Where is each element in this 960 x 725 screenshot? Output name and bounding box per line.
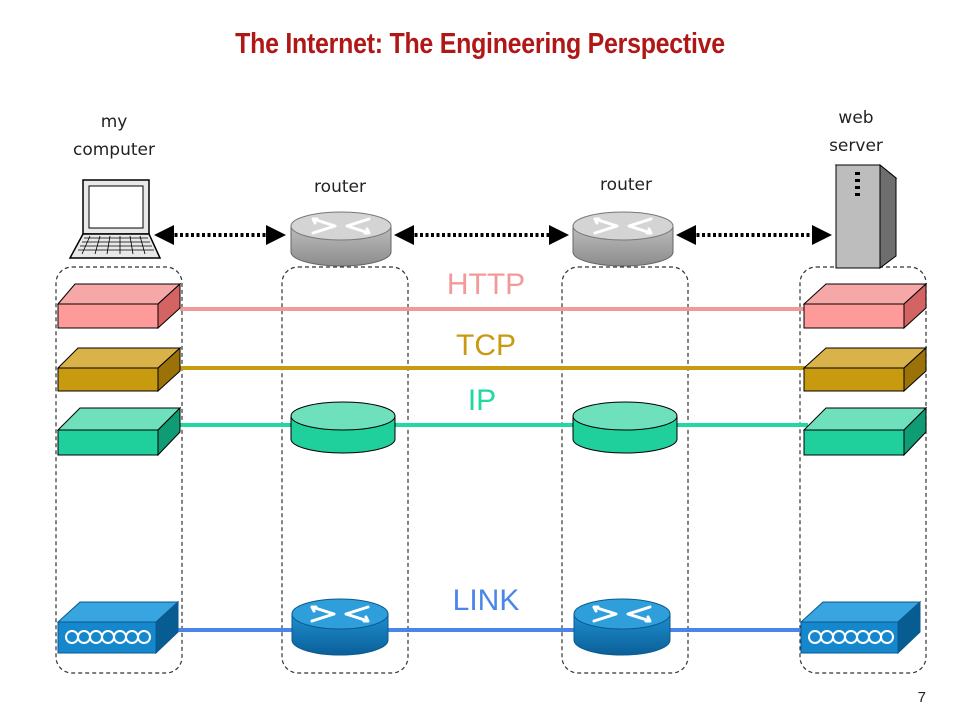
ip-box-my-computer	[56, 406, 182, 457]
layer-label-link: LINK	[452, 584, 520, 617]
layer-label-http: HTTP	[446, 268, 526, 301]
link-switch-web-server	[799, 600, 922, 655]
router-left-icon	[290, 211, 392, 267]
web-server-label: web server	[796, 104, 916, 160]
ip-box-web-server	[802, 406, 928, 457]
laptop-icon	[68, 179, 162, 259]
router-left-label: router	[314, 177, 366, 197]
router-right-label: router	[600, 175, 652, 195]
page-number: 7	[917, 689, 926, 706]
my-computer-label: my computer	[52, 108, 176, 164]
ip-cylinder-router-left	[290, 401, 396, 454]
link-router-right-icon	[573, 598, 671, 656]
page-title: The Internet: The Engineering Perspectiv…	[235, 28, 725, 60]
web-server-label-line2: server	[829, 136, 883, 156]
my-computer-label-line2: computer	[73, 140, 155, 160]
my-computer-label-line1: my	[100, 112, 128, 132]
router-right-icon	[572, 211, 674, 267]
http-box-my-computer	[56, 282, 182, 330]
link-router-left-icon	[291, 598, 389, 656]
tcp-box-my-computer	[56, 346, 182, 393]
tcp-box-web-server	[802, 346, 928, 393]
link-switch-my-computer	[56, 600, 180, 655]
ip-cylinder-router-right	[572, 401, 678, 454]
layer-label-tcp: TCP	[456, 329, 516, 362]
http-box-web-server	[802, 282, 928, 330]
server-tower-icon	[834, 163, 898, 269]
layer-label-ip: IP	[467, 384, 497, 417]
web-server-label-line1: web	[838, 108, 874, 128]
